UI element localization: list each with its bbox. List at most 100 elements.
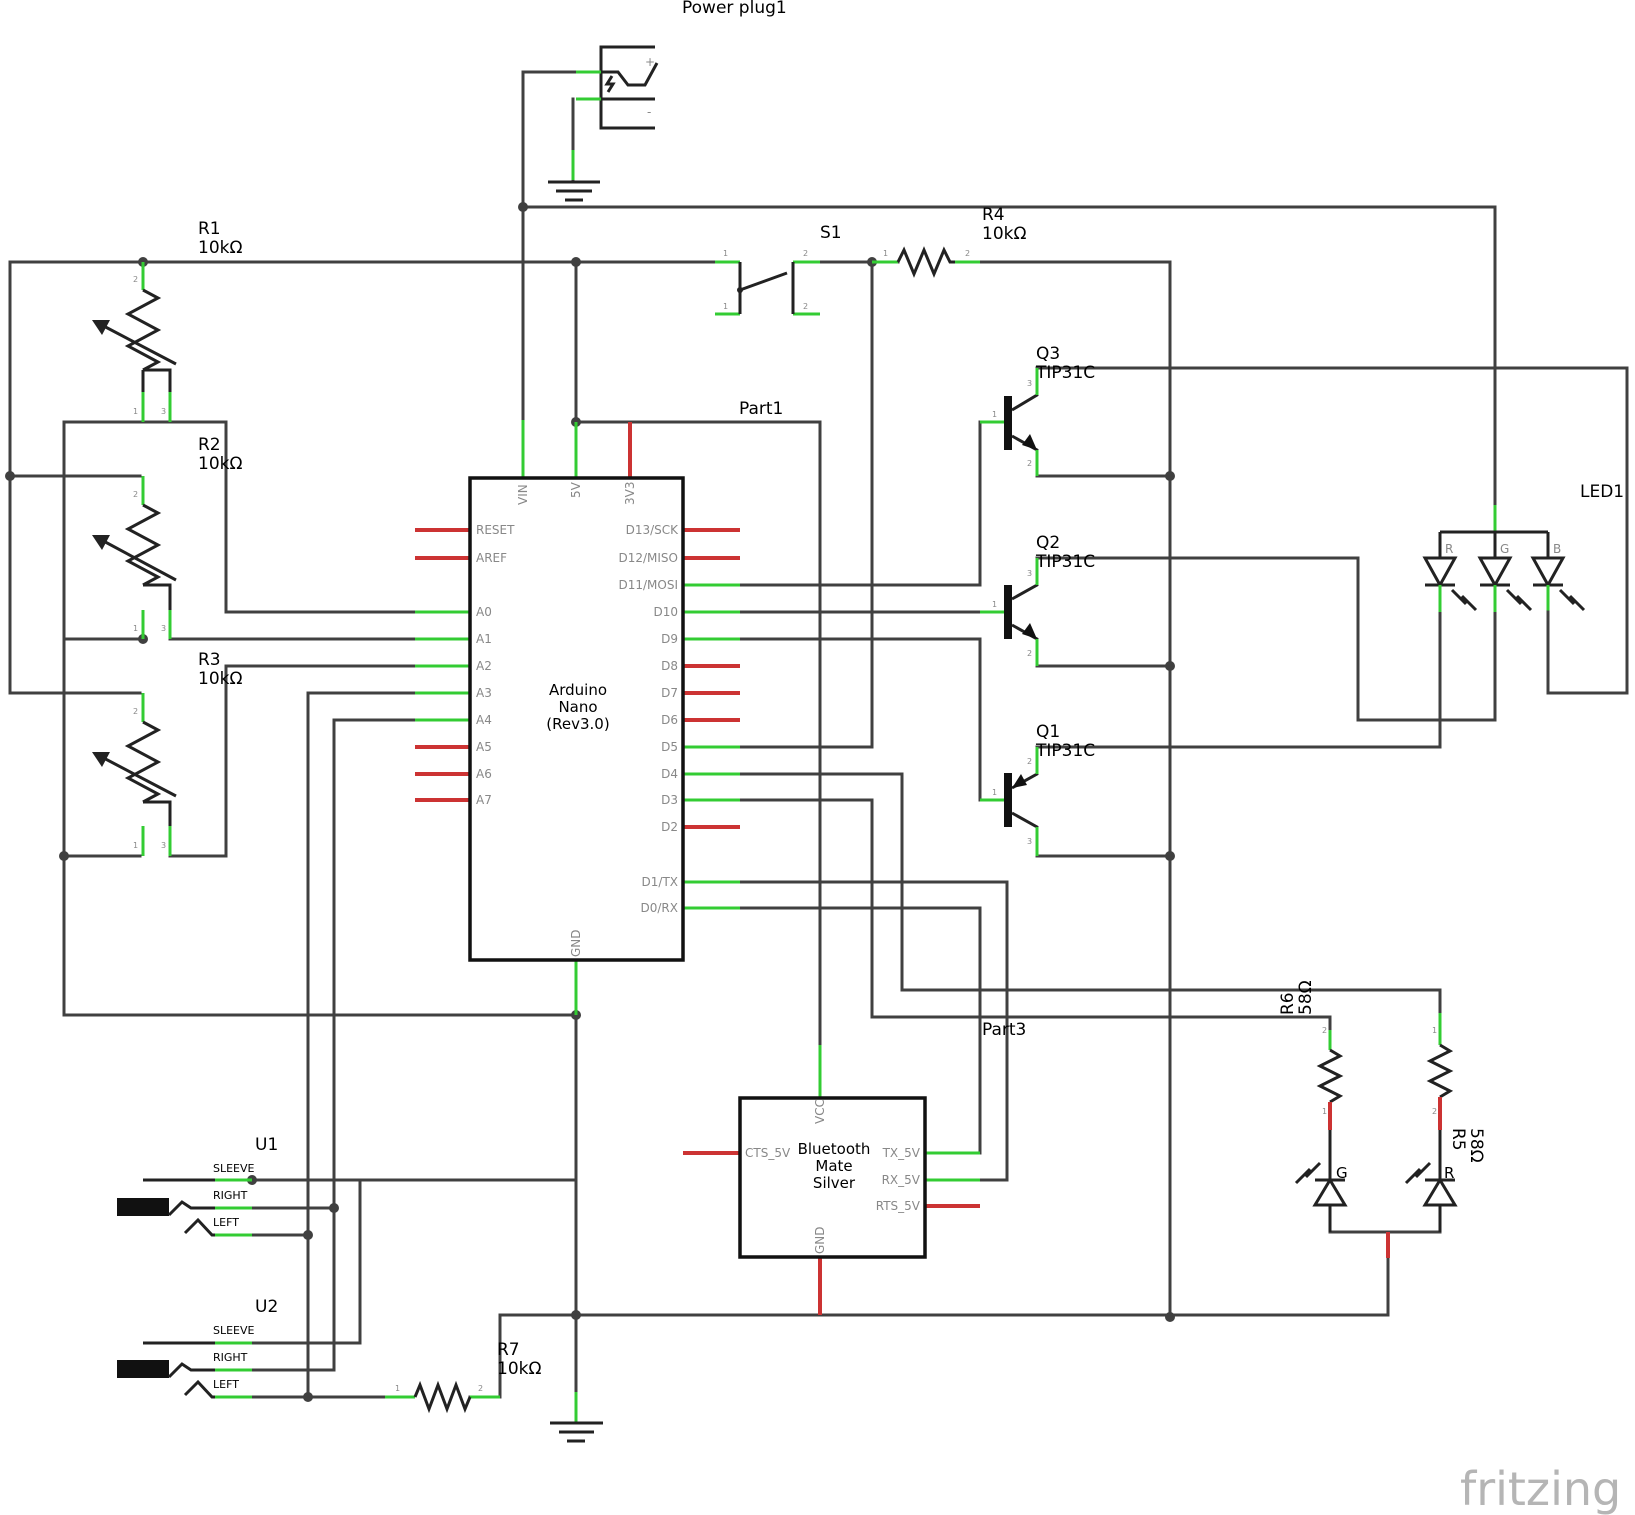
svg-text:1: 1 (133, 624, 138, 633)
bluetooth-line2: Mate (815, 1157, 852, 1175)
power-plug-label: Power plug1 (682, 0, 787, 18)
arduino-pin-gnd: GND (569, 929, 583, 957)
svg-text:2: 2 (133, 490, 138, 499)
arduino-pin-d0-rx: D0/RX (641, 901, 678, 915)
led2-pin-r: R (1444, 1164, 1454, 1182)
svg-text:1: 1 (395, 1384, 400, 1393)
transistor-q1[interactable]: Q1 TIP31C (980, 722, 1095, 856)
arduino-pin-reset: RESET (476, 523, 515, 537)
arduino-pin-vin: VIN (516, 484, 530, 505)
arduino-pin-d5: D5 (661, 740, 678, 754)
svg-text:2: 2 (1027, 757, 1032, 766)
part1-label: Part1 (739, 399, 783, 419)
arduino-line1: Arduino (549, 681, 607, 699)
potentiometer-r1[interactable]: R1 10kΩ (92, 219, 242, 422)
bluetooth-pin-tx: TX_5V (882, 1146, 921, 1160)
svg-text:1: 1 (723, 302, 728, 311)
power-plug[interactable]: Power plug1 + - (576, 0, 787, 130)
r3-value: 10kΩ (198, 669, 242, 689)
fritzing-logo: fritzing (1460, 1462, 1621, 1515)
switch-s1[interactable]: S1 (715, 223, 842, 316)
audio-jack-u1[interactable]: U1 SLEEVE RIGHT LEFT (117, 1135, 278, 1237)
r7-name: R7 (497, 1340, 520, 1360)
transistor-q3[interactable]: Q3 TIP31C (980, 344, 1095, 476)
led1-name: LED1 (1580, 482, 1624, 502)
svg-text:2: 2 (803, 249, 808, 258)
bluetooth-pin-vcc: VCC (813, 1099, 827, 1124)
svg-text:3: 3 (161, 841, 166, 850)
arduino-pin-a6: A6 (476, 767, 492, 781)
q2-name: Q2 (1036, 533, 1060, 553)
q1-name: Q1 (1036, 722, 1060, 742)
transistor-q2[interactable]: Q2 TIP31C (980, 533, 1095, 666)
r6-value: 58Ω (1296, 980, 1316, 1015)
ground-symbol-bottom (550, 1392, 603, 1443)
u1-pin-left: LEFT (213, 1216, 239, 1229)
arduino-pin-d8: D8 (661, 659, 678, 673)
bicolor-led[interactable]: G R (1294, 1130, 1458, 1258)
arduino-nano[interactable]: Part1 Arduino Nano (Rev3.0) VIN 5V 3V3 G… (415, 399, 783, 1015)
led1-pin-r: R (1445, 542, 1453, 556)
arduino-pin-d10: D10 (653, 605, 678, 619)
arduino-pin-a0: A0 (476, 605, 492, 619)
u2-pin-right: RIGHT (213, 1351, 248, 1364)
r5-name: R5 (1448, 1128, 1468, 1151)
r4-name: R4 (982, 205, 1005, 225)
part3-label: Part3 (982, 1020, 1026, 1040)
bluetooth-line3: Silver (813, 1174, 856, 1192)
r5-value: 58Ω (1466, 1128, 1486, 1163)
r2-name: R2 (198, 435, 221, 455)
bluetooth-mate-silver[interactable]: Part3 Bluetooth Mate Silver VCC GND CTS_… (683, 1020, 1026, 1315)
svg-text:1: 1 (992, 410, 997, 419)
svg-text:2: 2 (803, 302, 808, 311)
audio-jack-u2[interactable]: U2 SLEEVE RIGHT LEFT (117, 1297, 278, 1399)
svg-text:1: 1 (992, 600, 997, 609)
svg-text:3: 3 (1027, 569, 1032, 578)
svg-text:2: 2 (133, 707, 138, 716)
resistor-r4[interactable]: R4 10kΩ (872, 205, 1026, 278)
arduino-pin-d4: D4 (661, 767, 678, 781)
arduino-pin-a4: A4 (476, 713, 492, 727)
r1-value: 10kΩ (198, 238, 242, 258)
arduino-pin-3v3: 3V3 (623, 482, 637, 505)
bluetooth-pin-rts: RTS_5V (876, 1199, 921, 1213)
resistor-r5[interactable]: R5 58Ω (1426, 1013, 1486, 1163)
svg-text:2: 2 (1027, 459, 1032, 468)
potentiometer-r3[interactable]: R3 10kΩ (92, 650, 242, 856)
rgb-led-led1[interactable]: LED1 R G B (1422, 482, 1624, 695)
arduino-pin-a7: A7 (476, 793, 492, 807)
arduino-pin-d11-mosi: D11/MOSI (618, 578, 678, 592)
svg-text:3: 3 (161, 407, 166, 416)
svg-text:3: 3 (161, 624, 166, 633)
arduino-pin-d1-tx: D1/TX (642, 875, 678, 889)
resistor-r7[interactable]: R7 10kΩ (385, 1340, 541, 1414)
svg-text:2: 2 (965, 249, 970, 258)
u1-pin-right: RIGHT (213, 1189, 248, 1202)
power-plug-plus: + (645, 55, 655, 69)
arduino-pin-a5: A5 (476, 740, 492, 754)
svg-text:3: 3 (1027, 379, 1032, 388)
r2-value: 10kΩ (198, 454, 242, 474)
led2-pin-g: G (1336, 1164, 1348, 1182)
svg-text:2: 2 (1432, 1107, 1437, 1116)
bluetooth-pin-cts: CTS_5V (745, 1146, 791, 1160)
svg-text:1: 1 (1432, 1026, 1437, 1035)
bluetooth-pin-gnd: GND (813, 1226, 827, 1254)
u1-pin-sleeve: SLEEVE (213, 1162, 255, 1175)
svg-text:2: 2 (1027, 649, 1032, 658)
bluetooth-pin-rx: RX_5V (882, 1173, 921, 1187)
svg-text:2: 2 (1322, 1026, 1327, 1035)
svg-text:2: 2 (478, 1384, 483, 1393)
bluetooth-line1: Bluetooth (798, 1140, 871, 1158)
svg-text:1: 1 (723, 249, 728, 258)
svg-text:1: 1 (133, 407, 138, 416)
arduino-pin-d3: D3 (661, 793, 678, 807)
svg-text:1: 1 (133, 841, 138, 850)
r4-value: 10kΩ (982, 224, 1026, 244)
power-plug-minus: - (647, 105, 651, 119)
potentiometer-r2[interactable]: R2 10kΩ (92, 435, 242, 639)
q1-type: TIP31C (1035, 741, 1095, 761)
resistor-r6[interactable]: R6 58Ω (1278, 980, 1344, 1130)
r6-name: R6 (1278, 992, 1298, 1015)
svg-text:2: 2 (133, 275, 138, 284)
